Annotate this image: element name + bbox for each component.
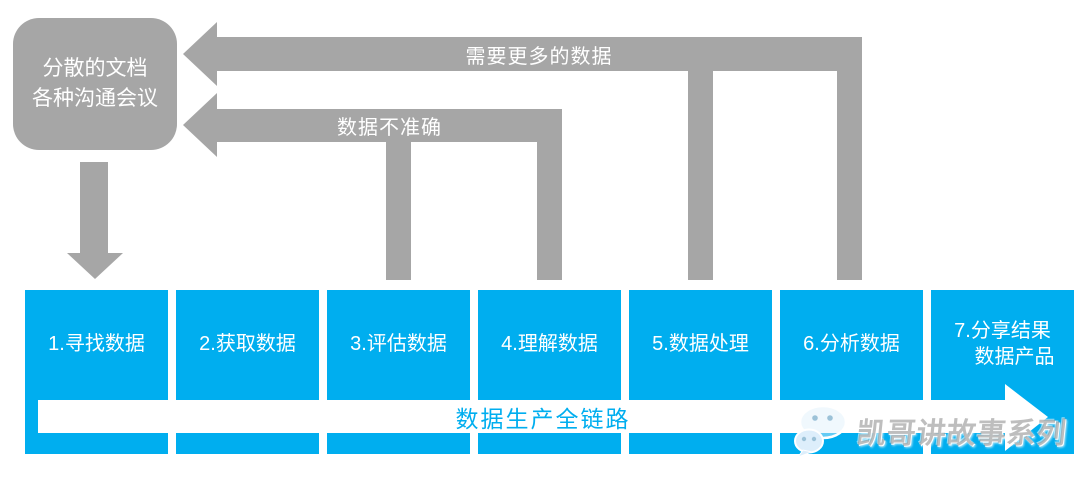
down-arrow-shaft xyxy=(80,162,108,254)
stage-6-label: 6.分析数据 xyxy=(803,333,900,355)
pipeline-arrowhead-icon xyxy=(1005,384,1048,451)
pipeline-arrow-label-wrap: 数据生产全链路 xyxy=(38,400,1048,433)
pipeline-arrow-label: 数据生产全链路 xyxy=(455,405,631,432)
stage-7-label-line1: 7.分享结果 xyxy=(954,320,1051,342)
data-inaccurate-label: 数据不准确 xyxy=(337,117,442,139)
need-more-data-leg-stage6 xyxy=(837,69,862,280)
data-inaccurate-arrowhead-icon xyxy=(183,93,217,157)
data-inaccurate-arrow: 数据不准确 xyxy=(217,109,562,142)
data-inaccurate-leg-stage4 xyxy=(537,141,562,280)
need-more-data-arrowhead-icon xyxy=(183,22,217,86)
down-arrow-head-icon xyxy=(67,253,123,279)
need-more-data-leg-stage5 xyxy=(688,69,713,280)
stage-7-label-line2: 数据产品 xyxy=(974,346,1055,368)
scattered-docs-box: 分散的文档 各种沟通会议 xyxy=(13,18,177,150)
scattered-docs-line2: 各种沟通会议 xyxy=(32,87,158,110)
need-more-data-label: 需要更多的数据 xyxy=(465,45,613,68)
stage-5-label: 5.数据处理 xyxy=(652,333,749,355)
stage-4-label: 4.理解数据 xyxy=(501,333,598,355)
need-more-data-arrow: 需要更多的数据 xyxy=(216,37,862,71)
stage-1-label: 1.寻找数据 xyxy=(48,333,145,355)
data-inaccurate-leg-stage3 xyxy=(386,141,411,280)
scattered-docs-line1: 分散的文档 xyxy=(42,57,148,80)
stage-3-label: 3.评估数据 xyxy=(350,333,447,355)
stage-2-label: 2.获取数据 xyxy=(199,333,296,355)
